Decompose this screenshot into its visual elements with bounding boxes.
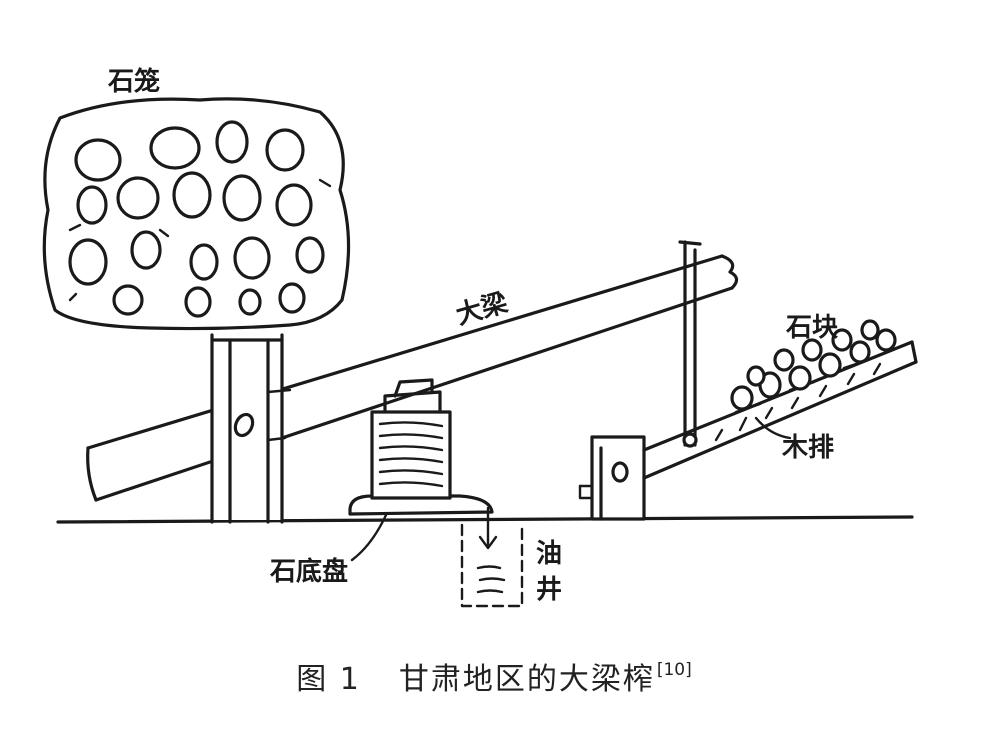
- figure-number: 图 1: [296, 662, 361, 697]
- oil-press-diagram: 石笼 油 井 石底盘: [42, 66, 918, 608]
- label-stone-base-plate: 石底盘: [269, 556, 348, 587]
- ground-line: [56, 515, 914, 524]
- leader-wood-raft: [754, 416, 792, 440]
- right-anchor-post: [578, 435, 646, 521]
- label-main-beam: 大梁: [453, 288, 511, 331]
- leader-stone-base: [350, 513, 388, 562]
- figure-caption: 图 1 甘肃地区的大梁榨[10]: [0, 654, 988, 698]
- label-oil-well-bottom: 井: [536, 575, 562, 605]
- figure-title: 甘肃地区的大梁榨: [398, 662, 655, 697]
- label-stone-blocks: 石块: [785, 313, 838, 343]
- press-stack: [348, 378, 494, 516]
- oil-well: [460, 506, 524, 608]
- hanger-post: [678, 240, 702, 448]
- label-oil-well-top: 油: [536, 539, 562, 569]
- stone-cage: [42, 97, 351, 331]
- left-post: [210, 333, 292, 524]
- figure-reference: [10]: [656, 660, 692, 680]
- label-wood-raft: 木排: [781, 433, 834, 463]
- label-stone-cage: 石笼: [107, 66, 160, 97]
- stone-blocks: [730, 319, 897, 411]
